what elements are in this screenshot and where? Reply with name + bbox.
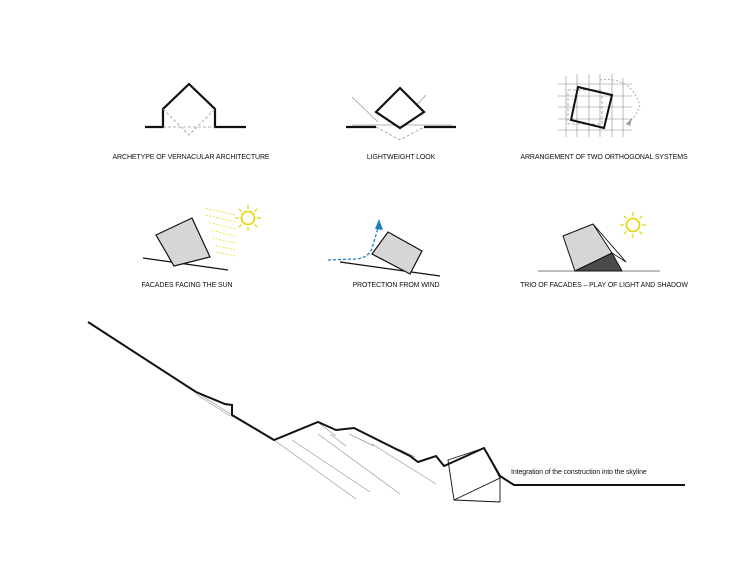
diagram-wind: PROTECTION FROM WIND xyxy=(327,219,441,289)
wind-arrow-icon xyxy=(327,219,383,261)
caption-wind: PROTECTION FROM WIND xyxy=(352,282,439,289)
diagram-sun: FACADES FACING THE SUN xyxy=(141,205,261,289)
caption-trio: TRIO OF FACADES – PLAY OF LIGHT AND SHAD… xyxy=(520,282,688,289)
diagram-skyline: Integration of the construction into the… xyxy=(87,321,685,503)
caption-skyline: Integration of the construction into the… xyxy=(511,469,647,476)
sun-icon xyxy=(620,212,646,238)
caption-orthogonal: ARRANGEMENT OF TWO ORTHOGONAL SYSTEMS xyxy=(520,154,688,161)
caption-lightweight: LIGHTWEIGHT LOOK xyxy=(367,154,436,161)
caption-sun: FACADES FACING THE SUN xyxy=(141,282,232,289)
diagram-trio: TRIO OF FACADES – PLAY OF LIGHT AND SHAD… xyxy=(520,212,688,289)
diagram-archetype: ARCHETYPE OF VERNACULAR ARCHITECTURE xyxy=(112,82,270,161)
diagram-orthogonal: ARRANGEMENT OF TWO ORTHOGONAL SYSTEMS xyxy=(520,74,688,161)
sun-icon xyxy=(235,205,261,231)
diagram-lightweight: LIGHTWEIGHT LOOK xyxy=(346,86,456,161)
caption-archetype: ARCHETYPE OF VERNACULAR ARCHITECTURE xyxy=(112,154,269,161)
